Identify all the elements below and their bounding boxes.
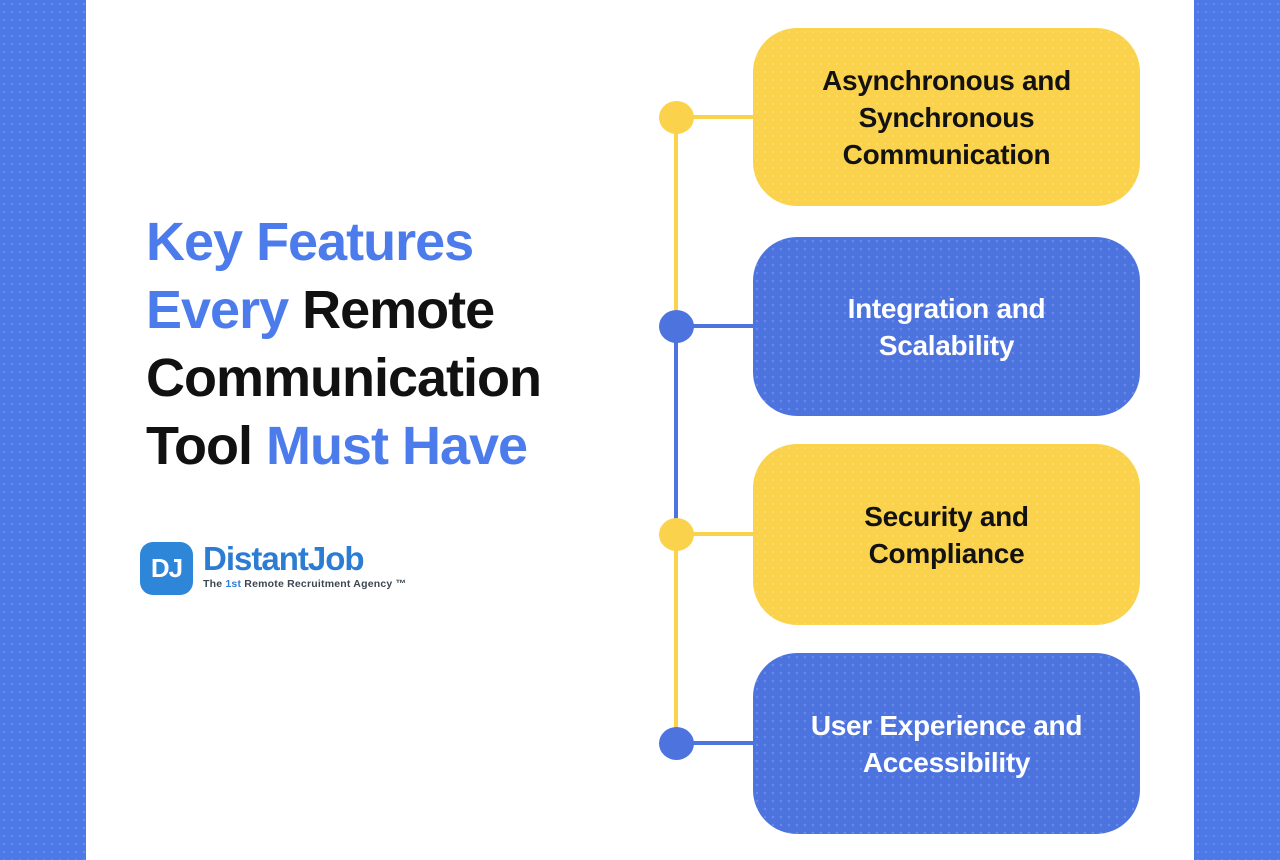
title-line-4-blue-text: Must Have	[265, 416, 528, 476]
tagline-suffix: Remote Recruitment Agency ™	[241, 578, 407, 590]
connector-line-segment-2	[674, 326, 678, 534]
timeline-dot-2	[659, 310, 694, 343]
dj-monogram-badge: DJ	[140, 542, 193, 595]
timeline-dot-4	[659, 727, 694, 760]
timeline-dot-3	[659, 518, 694, 551]
logo-tagline: The 1st Remote Recruitment Agency ™	[203, 578, 406, 590]
feature-card-security-compliance: Security and Compliance	[753, 444, 1140, 625]
title-line-3-text: Communication	[146, 348, 542, 408]
feature-card-label: Asynchronous and Synchronous Communicati…	[822, 64, 1071, 170]
title-line-2-dark-text: Remote	[302, 280, 495, 340]
feature-card-integration-scalability: Integration and Scalability	[753, 237, 1140, 416]
feature-card-user-experience-accessibility: User Experience and Accessibility	[753, 653, 1140, 834]
feature-card-label: User Experience and Accessibility	[810, 709, 1083, 778]
tagline-prefix: The	[203, 578, 226, 590]
right-accent-bar	[1194, 0, 1280, 860]
logo-wordmark: DistantJob	[203, 540, 365, 577]
feature-card-label: Security and Compliance	[864, 500, 1029, 569]
connector-branch-4	[676, 741, 755, 745]
title-line-4-dark-text: Tool	[146, 416, 266, 476]
distantjob-logo: DJ DistantJob The 1st Remote Recruitment…	[140, 542, 406, 595]
title-line-1-text: Key Features	[146, 212, 474, 272]
dj-monogram-text: DJ	[150, 553, 183, 583]
feature-card-async-sync-communication: Asynchronous and Synchronous Communicati…	[753, 28, 1140, 206]
timeline-dot-1	[659, 101, 694, 134]
feature-card-label: Integration and Scalability	[847, 292, 1046, 361]
tagline-highlight: 1st	[225, 578, 242, 590]
title-line-2: Every Remote	[146, 276, 541, 344]
left-accent-bar	[0, 0, 86, 860]
connector-line-segment-1	[674, 117, 678, 326]
page-title: Key Features Every Remote Communication …	[146, 208, 542, 480]
logo-text-block: DistantJob The 1st Remote Recruitment Ag…	[203, 542, 406, 590]
connector-branch-3	[676, 532, 755, 536]
connector-branch-2	[676, 324, 755, 328]
title-line-3: Communication	[146, 344, 542, 412]
title-line-4: Tool Must Have	[146, 412, 541, 480]
connector-branch-1	[676, 115, 755, 119]
connector-line-segment-3	[674, 534, 678, 743]
title-line-2-blue-text: Every	[146, 280, 303, 340]
title-line-1: Key Features	[146, 208, 541, 276]
